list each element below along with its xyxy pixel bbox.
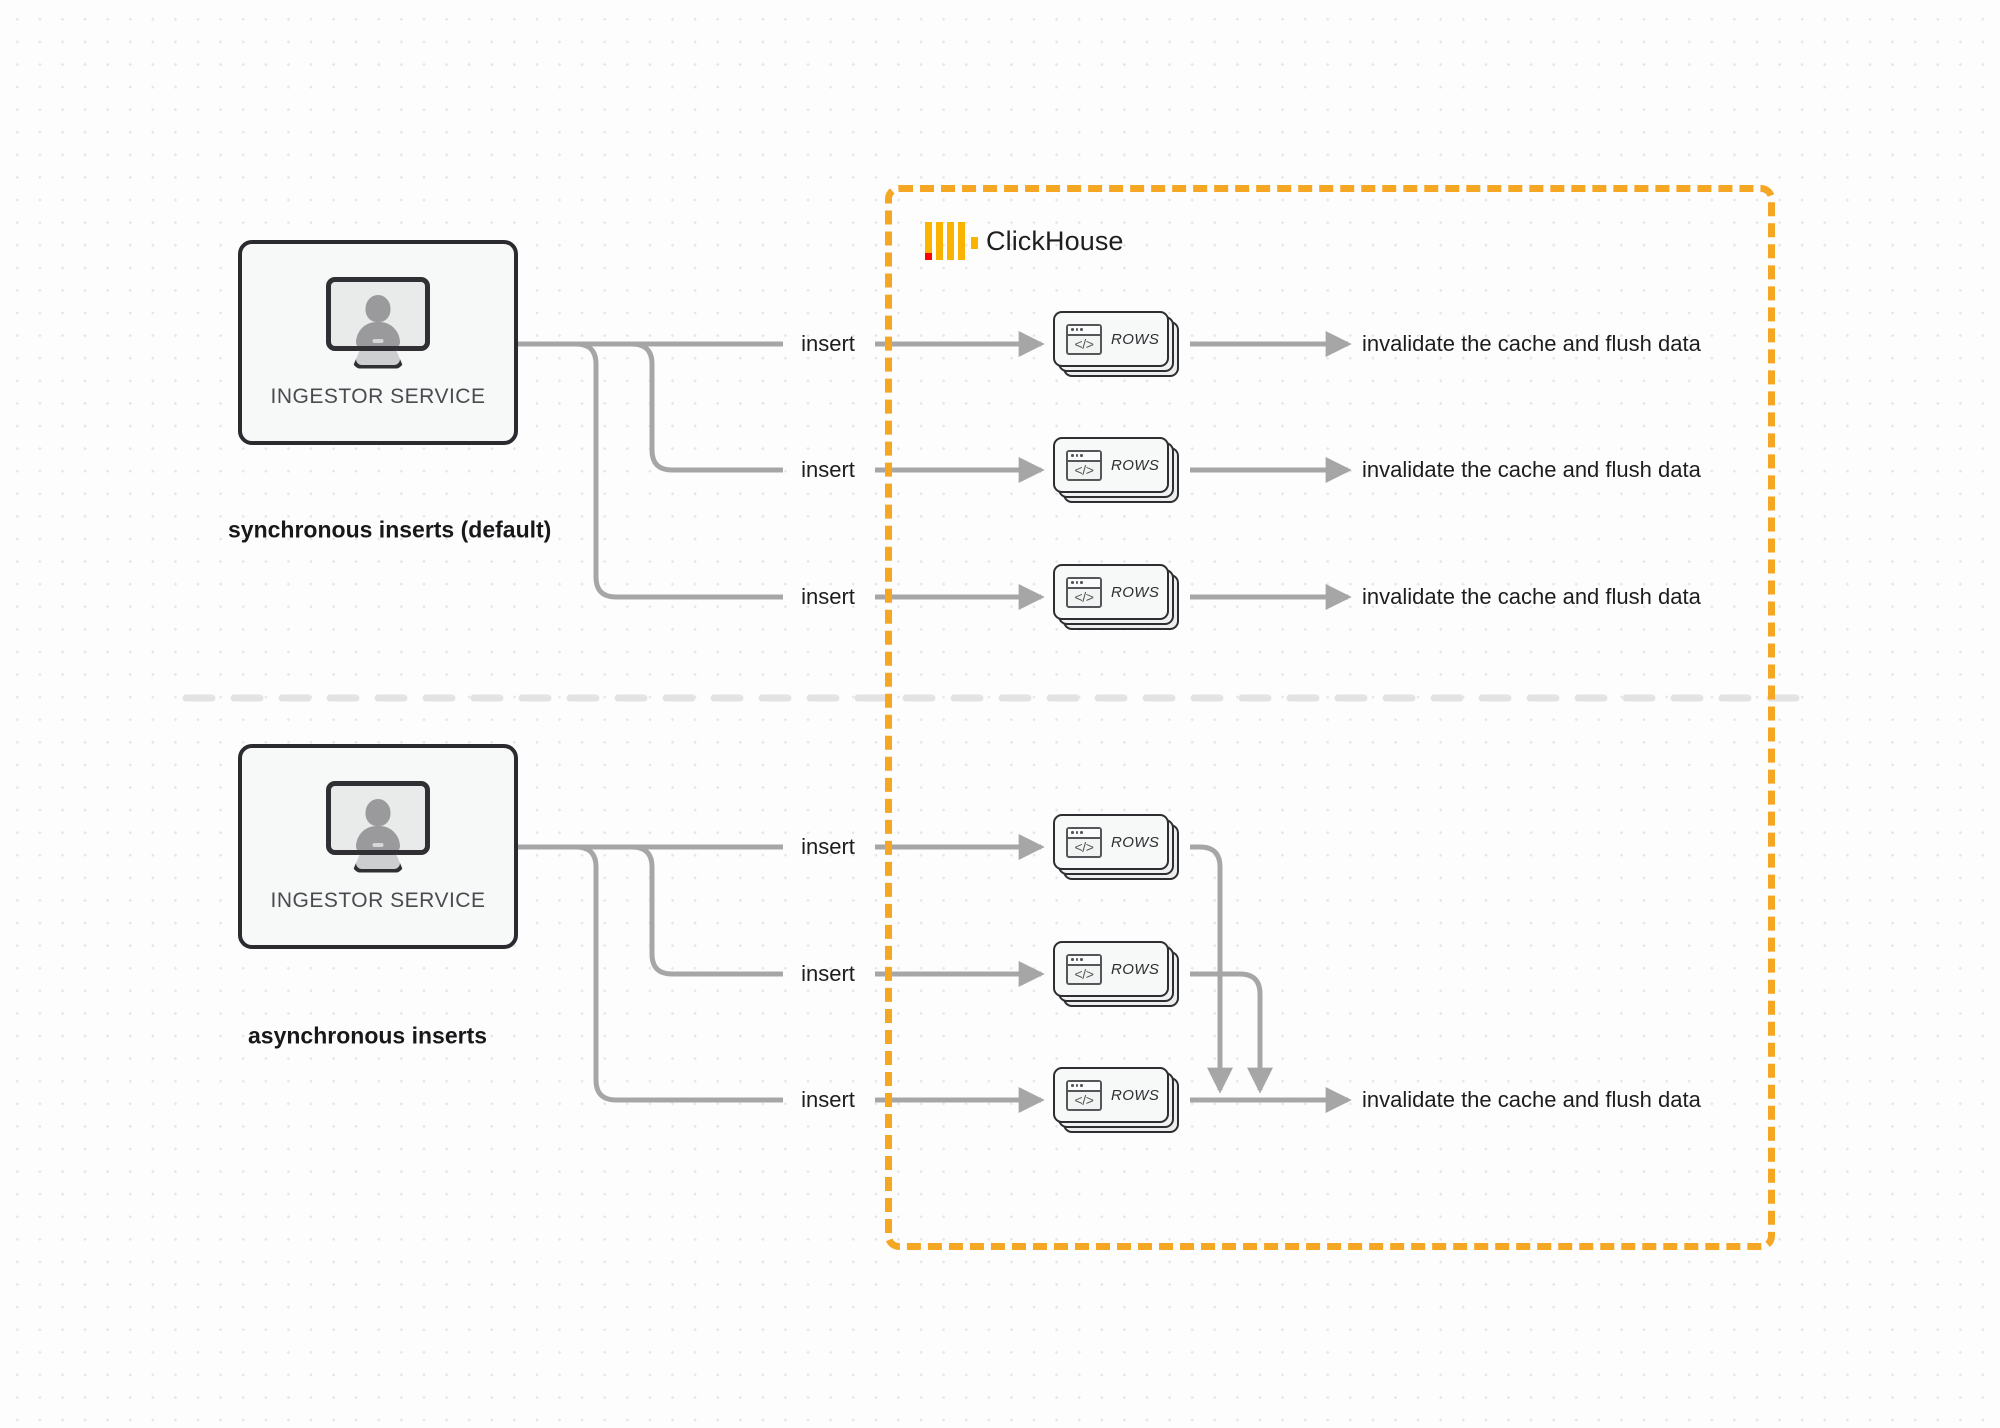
- sync-branch-row3: [560, 341, 783, 600]
- sync-branch-row2: [600, 341, 783, 473]
- section-label-async: asynchronous inserts: [248, 1022, 488, 1049]
- monitor-user-icon: [326, 780, 430, 875]
- ingestor-service-sync[interactable]: INGESTOR SERVICE: [238, 240, 518, 445]
- edge-label-sync-insert-3: insert: [801, 584, 855, 609]
- edge-label-sync-insert-2: insert: [801, 457, 855, 482]
- code-window-icon: </>: [1066, 576, 1102, 608]
- rows-node-label: ROWS: [1111, 330, 1160, 348]
- async-branch-row3: [560, 844, 783, 1103]
- code-glyph: </>: [1074, 965, 1094, 982]
- ingestor-service-async-label: INGESTOR SERVICE: [270, 888, 486, 912]
- edge-label-async-insert-2: insert: [801, 961, 855, 986]
- code-glyph: </>: [1074, 588, 1094, 605]
- code-glyph: </>: [1074, 461, 1094, 478]
- rows-node-async-3[interactable]: </> ROWS: [1053, 1067, 1179, 1133]
- code-window-icon: </>: [1066, 323, 1102, 355]
- code-glyph: </>: [1074, 1091, 1094, 1108]
- result-label-sync-3: invalidate the cache and flush data: [1362, 584, 1701, 609]
- rows-node-sync-2[interactable]: </> ROWS: [1053, 437, 1179, 503]
- edge-label-sync-insert-1: insert: [801, 331, 855, 356]
- rows-node-label: ROWS: [1111, 960, 1160, 978]
- rows-node-label: ROWS: [1111, 456, 1160, 474]
- rows-node-sync-3[interactable]: </> ROWS: [1053, 564, 1179, 630]
- code-window-icon: </>: [1066, 1079, 1102, 1111]
- code-window-icon: </>: [1066, 953, 1102, 985]
- async-branch-row2: [600, 844, 783, 977]
- edge-label-async-insert-3: insert: [801, 1087, 855, 1112]
- monitor-user-icon: [326, 276, 430, 371]
- rows-node-sync-1[interactable]: </> ROWS: [1053, 311, 1179, 377]
- edge-label-async-insert-1: insert: [801, 834, 855, 859]
- rows-node-label: ROWS: [1111, 833, 1160, 851]
- ingestor-service-async[interactable]: INGESTOR SERVICE: [238, 744, 518, 949]
- rows-node-label: ROWS: [1111, 1086, 1160, 1104]
- section-label-sync: synchronous inserts (default): [228, 516, 552, 543]
- result-label-sync-1: invalidate the cache and flush data: [1362, 331, 1701, 356]
- rows-node-async-1[interactable]: </> ROWS: [1053, 814, 1179, 880]
- result-label-async: invalidate the cache and flush data: [1362, 1087, 1701, 1112]
- code-glyph: </>: [1074, 335, 1094, 352]
- code-window-icon: </>: [1066, 449, 1102, 481]
- code-glyph: </>: [1074, 838, 1094, 855]
- clickhouse-brand: ClickHouse: [925, 222, 1124, 260]
- ingestor-service-sync-label: INGESTOR SERVICE: [270, 384, 486, 408]
- clickhouse-title: ClickHouse: [986, 225, 1124, 256]
- result-label-sync-2: invalidate the cache and flush data: [1362, 457, 1701, 482]
- clickhouse-boundary: [885, 185, 1775, 1250]
- rows-node-label: ROWS: [1111, 583, 1160, 601]
- rows-node-async-2[interactable]: </> ROWS: [1053, 941, 1179, 1007]
- clickhouse-logo-icon: [925, 222, 978, 260]
- code-window-icon: </>: [1066, 826, 1102, 858]
